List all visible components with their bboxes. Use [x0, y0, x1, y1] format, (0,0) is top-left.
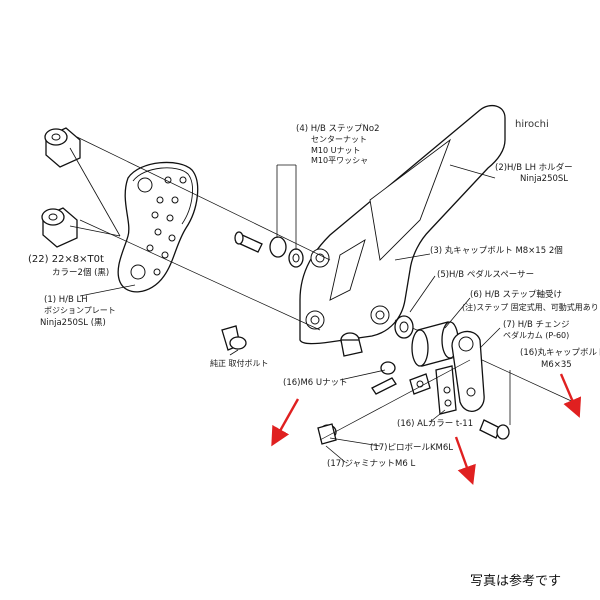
svg-text:Ninja250SL: Ninja250SL [520, 174, 568, 184]
svg-text:M6×35: M6×35 [541, 360, 572, 370]
cap-bolt-m8 [340, 332, 363, 357]
svg-text:Ninja250SL (黒): Ninja250SL (黒) [40, 318, 106, 328]
svg-text:(17)ジャミナットM6 L: (17)ジャミナットM6 L [327, 459, 415, 469]
watermark: hirochi [515, 119, 549, 130]
svg-text:(17)ピロボールKM6L: (17)ピロボールKM6L [370, 443, 453, 453]
pedal-spacer [394, 315, 414, 339]
m6-nut [409, 373, 431, 395]
callout-arrow-capbolt [559, 373, 582, 418]
m6-u-nut [380, 361, 396, 375]
label-part-4: (4) H/B ステップNo2 センターナット M10 Uナット M10平ワッシ… [296, 124, 380, 165]
svg-text:ポジションプレート: ポジションプレート [44, 306, 116, 315]
change-pedal-cam [451, 330, 485, 412]
label-part-17-jamnut: (17)ジャミナットM6 L [327, 459, 415, 469]
svg-text:ペダルカム (P-60): ペダルカム (P-60) [503, 330, 569, 340]
holder-bracket [299, 104, 506, 345]
svg-text:(6) H/B ステップ軸受け: (6) H/B ステップ軸受け [470, 289, 562, 300]
position-plate [117, 161, 199, 293]
svg-text:(1) H/B LH: (1) H/B LH [44, 295, 88, 305]
collar-lower [41, 207, 78, 248]
label-part-3: (3) 丸キャップボルト M8×15 2個 [430, 245, 563, 256]
label-part-6: (6) H/B ステップ軸受け (注)ステップ 固定式用、可動式用あり [462, 289, 599, 312]
svg-text:(7) H/B チェンジ: (7) H/B チェンジ [503, 320, 570, 330]
svg-text:(16)M6 Uナット: (16)M6 Uナット [283, 378, 348, 388]
label-part-7: (7) H/B チェンジ ペダルカム (P-60) [503, 320, 570, 340]
label-part-16-collar: (16) ALカラー t-11 [397, 419, 473, 429]
label-part-16-unut: (16)M6 Uナット [283, 378, 348, 388]
svg-text:M10 Uナット: M10 Uナット [311, 146, 360, 155]
upper-bolt [234, 231, 263, 253]
collar-upper [44, 127, 81, 168]
cap-bolt-m6x35 [479, 419, 510, 440]
svg-text:(2)H/B LH ホルダー: (2)H/B LH ホルダー [495, 162, 573, 173]
svg-text:センターナット: センターナット [311, 135, 367, 144]
callout-arrow-unut [271, 398, 300, 447]
svg-text:(3) 丸キャップボルト M8×15 2個: (3) 丸キャップボルト M8×15 2個 [430, 245, 563, 256]
label-part-5: (5)H/B ペダルスペーサー [437, 269, 534, 280]
step-bearing [411, 321, 459, 367]
label-part-2: (2)H/B LH ホルダー Ninja250SL [495, 162, 573, 184]
svg-text:カラー2個 (黒): カラー2個 (黒) [52, 267, 109, 278]
svg-text:(4) H/B ステップNo2: (4) H/B ステップNo2 [296, 124, 380, 134]
svg-text:(16) ALカラー t-11: (16) ALカラー t-11 [397, 419, 473, 429]
jam-nut [317, 423, 337, 445]
svg-text:(5)H/B ペダルスペーサー: (5)H/B ペダルスペーサー [437, 269, 534, 280]
label-part-17-pillowball: (17)ピロボールKM6L [370, 443, 453, 453]
svg-text:純正 取付ボルト: 純正 取付ボルト [210, 358, 269, 368]
threaded-rod [371, 377, 397, 395]
callout-arrow-collar [454, 436, 476, 486]
label-part-1: (1) H/B LH ポジションプレート Ninja250SL (黒) [40, 295, 116, 328]
reference-photo-note: 写真は参考です [470, 573, 561, 589]
svg-text:(22) 22×8×T0t: (22) 22×8×T0t [28, 254, 104, 265]
svg-text:(注)ステップ 固定式用、可動式用あり: (注)ステップ 固定式用、可動式用あり [462, 302, 599, 312]
label-part-22: (22) 22×8×T0t カラー2個 (黒) [28, 254, 109, 278]
center-nut-stack [269, 236, 304, 268]
svg-text:M10平ワッシャ: M10平ワッシャ [311, 156, 368, 165]
label-part-16-capbolt: (16)丸キャップボルト M6×35 [520, 347, 600, 370]
label-genuine-bolt: 純正 取付ボルト [210, 358, 269, 368]
genuine-mount-bolt [221, 325, 247, 351]
al-collar [435, 365, 457, 415]
svg-text:(16)丸キャップボルト: (16)丸キャップボルト [520, 347, 600, 358]
